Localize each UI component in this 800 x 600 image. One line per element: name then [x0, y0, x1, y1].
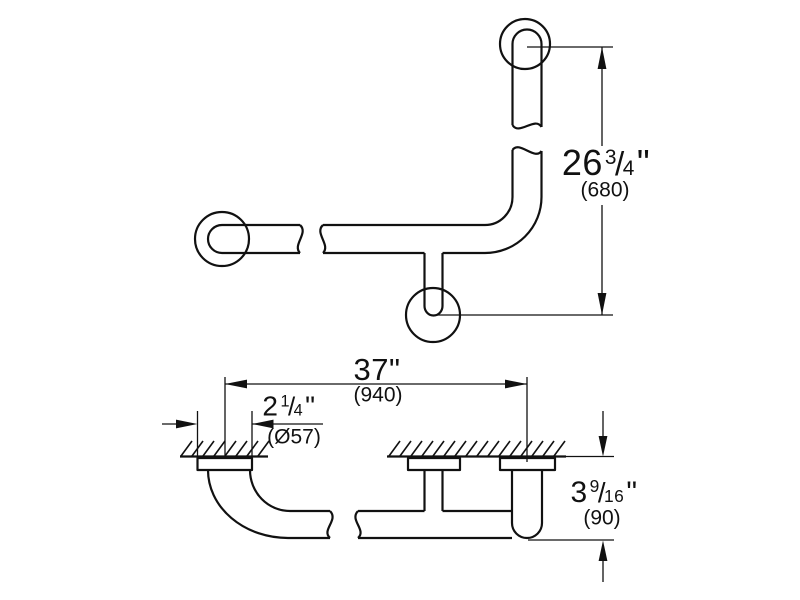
flange-numerator: 1	[280, 392, 290, 411]
dimension-flange-metric: (Ø57)	[267, 425, 321, 449]
side-support-flange	[406, 456, 462, 511]
dimension-height-label: 263/4"	[561, 141, 651, 183]
plan-top-flange	[498, 17, 552, 71]
flange-denominator: 4	[293, 401, 304, 420]
plan-support-leg	[404, 253, 462, 344]
dimension-clearance-metric: (90)	[583, 506, 621, 530]
clearance-fraction-slash: /	[597, 477, 607, 508]
side-right-flange	[498, 456, 557, 540]
dimension-length-metric: (940)	[353, 383, 403, 407]
side-horizontal-run	[354, 509, 512, 540]
plan-horizontal-arm	[222, 223, 485, 255]
side-left-flange	[196, 456, 334, 540]
height-numerator: 3	[604, 145, 618, 169]
dimension-clearance-arrows	[598, 436, 608, 561]
plan-vertical-arm	[511, 44, 543, 197]
clearance-unit: "	[626, 476, 638, 509]
left-wall-hatching	[180, 440, 270, 457]
height-denominator: 4	[622, 156, 635, 180]
clearance-denominator: 16	[604, 486, 625, 506]
height-whole: 26	[561, 141, 603, 183]
flange-whole: 2	[262, 390, 279, 422]
dimension-length-arrows	[225, 379, 527, 389]
dimension-height-arrows	[597, 47, 607, 315]
plan-view	[193, 17, 613, 344]
dimension-length-label: 37"	[354, 354, 401, 386]
flange-unit: "	[305, 390, 316, 422]
flange-fraction-slash: /	[287, 393, 296, 422]
length-whole: 37	[353, 352, 389, 388]
height-unit: "	[636, 141, 651, 183]
right-wall-hatching	[388, 440, 566, 457]
height-fraction-slash: /	[615, 145, 625, 183]
plan-corner-bend	[484, 196, 543, 255]
length-unit: "	[388, 352, 401, 388]
clearance-numerator: 9	[589, 476, 600, 497]
dimension-flange-arrows	[176, 419, 274, 429]
plan-left-flange	[193, 210, 251, 268]
dimension-length-lines	[224, 377, 528, 462]
dimension-height-metric: (680)	[580, 178, 630, 202]
side-view	[162, 377, 614, 582]
clearance-whole: 3	[570, 476, 588, 509]
